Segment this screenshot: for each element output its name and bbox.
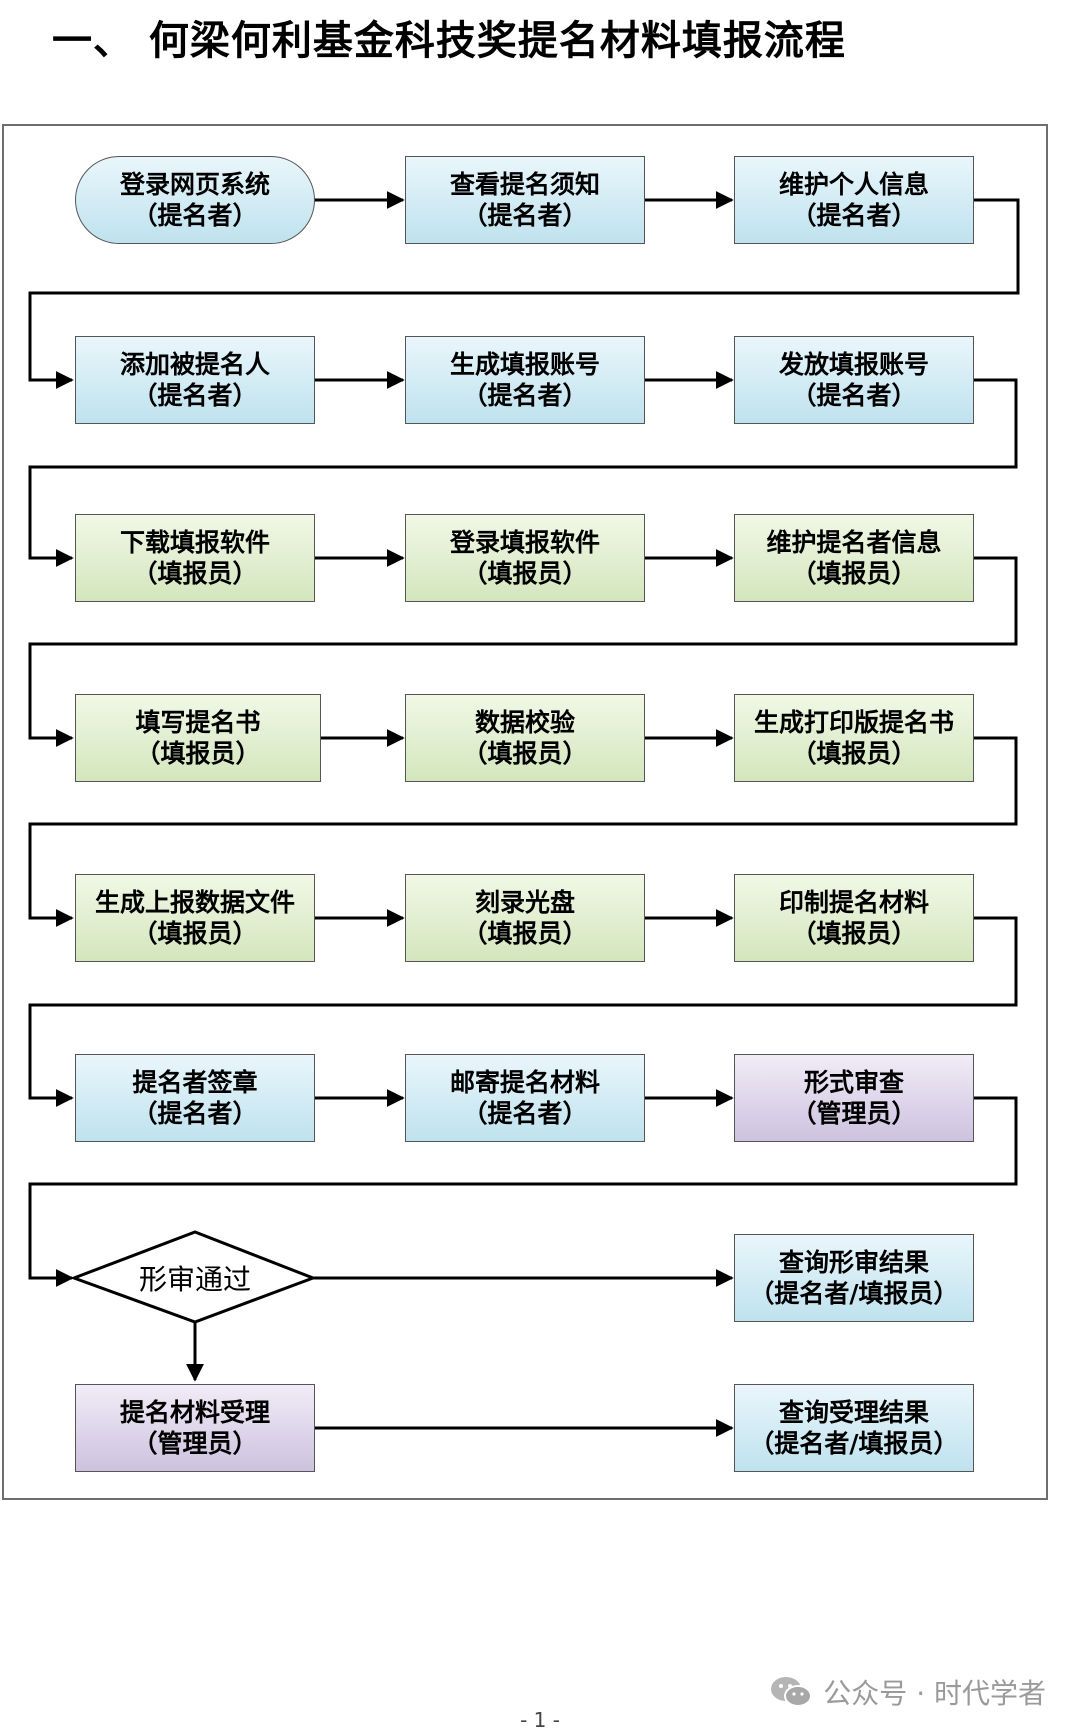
node-role: （提名者）: [132, 381, 258, 410]
watermark: 公众号 · 时代学者: [769, 1672, 1046, 1712]
node-title: 添加被提名人: [119, 350, 270, 379]
node-title: 维护个人信息: [778, 170, 929, 199]
node-query-review-result: 查询形审结果 （提名者/填报员）: [734, 1234, 974, 1322]
node-role: （提名者）: [132, 1099, 258, 1128]
node-role: （填报员）: [791, 559, 917, 588]
node-fill-nomination-form: 填写提名书 （填报员）: [75, 694, 321, 782]
connector-row3-to-row4: [28, 556, 1018, 747]
node-title: 形式审查: [803, 1068, 904, 1097]
node-accept-materials: 提名材料受理 （管理员）: [75, 1384, 315, 1472]
node-title: 邮寄提名材料: [449, 1068, 600, 1097]
node-role: （填报员）: [462, 559, 588, 588]
node-title: 登录网页系统: [119, 170, 270, 199]
connector-row5-to-row6: [28, 916, 1018, 1107]
node-role: （提名者/填报员）: [749, 1279, 959, 1308]
node-role: （提名者）: [462, 1099, 588, 1128]
node-role: （提名者/填报员）: [749, 1429, 959, 1458]
node-generate-print-version: 生成打印版提名书 （填报员）: [734, 694, 974, 782]
node-view-notice: 查看提名须知 （提名者）: [405, 156, 645, 244]
node-role: （填报员）: [132, 919, 258, 948]
node-title: 查询受理结果: [778, 1398, 929, 1427]
node-role: （填报员）: [462, 919, 588, 948]
node-validate-data: 数据校验 （填报员）: [405, 694, 645, 782]
wechat-icon: [771, 1677, 813, 1707]
node-title: 下载填报软件: [119, 528, 270, 557]
flowchart-frame: [2, 124, 1048, 1500]
node-maintain-nominator-info: 维护提名者信息 （填报员）: [734, 514, 974, 602]
node-role: （填报员）: [791, 919, 917, 948]
node-print-materials: 印制提名材料 （填报员）: [734, 874, 974, 962]
node-title: 生成上报数据文件: [94, 888, 295, 917]
connector-row1-to-row2: [28, 198, 1020, 389]
node-role: （管理员）: [132, 1429, 258, 1458]
node-generate-account: 生成填报账号 （提名者）: [405, 336, 645, 424]
node-title: 生成打印版提名书: [753, 708, 954, 737]
node-role: （提名者）: [791, 381, 917, 410]
node-generate-report-file: 生成上报数据文件 （填报员）: [75, 874, 315, 962]
node-role: （填报员）: [791, 739, 917, 768]
node-role: （填报员）: [462, 739, 588, 768]
node-role: （提名者）: [791, 201, 917, 230]
node-login-software: 登录填报软件 （填报员）: [405, 514, 645, 602]
node-query-accept-result: 查询受理结果 （提名者/填报员）: [734, 1384, 974, 1472]
node-role: （提名者）: [132, 201, 258, 230]
node-title: 数据校验: [474, 708, 575, 737]
connector-row6-to-decision: [28, 1096, 1018, 1287]
node-burn-disc: 刻录光盘 （填报员）: [405, 874, 645, 962]
node-mail-materials: 邮寄提名材料 （提名者）: [405, 1054, 645, 1142]
node-role: （提名者）: [462, 201, 588, 230]
node-title: 登录填报软件: [449, 528, 600, 557]
connector-row4-to-row5: [28, 736, 1018, 927]
node-role: （提名者）: [462, 381, 588, 410]
node-role: （管理员）: [791, 1099, 917, 1128]
connector-row2-to-row3: [28, 378, 1018, 567]
node-title: 印制提名材料: [778, 888, 929, 917]
node-title: 刻录光盘: [474, 888, 575, 917]
decision-review-passed-label: 形审通过: [138, 1263, 252, 1296]
node-title: 填写提名书: [135, 708, 261, 737]
node-login-web-system: 登录网页系统 （提名者）: [75, 156, 315, 244]
node-title: 查看提名须知: [449, 170, 600, 199]
node-maintain-personal-info: 维护个人信息 （提名者）: [734, 156, 974, 244]
node-role: （填报员）: [132, 559, 258, 588]
node-title: 维护提名者信息: [766, 528, 942, 557]
page-heading: 一、 何梁何利基金科技奖提名材料填报流程: [52, 18, 846, 64]
node-formal-review: 形式审查 （管理员）: [734, 1054, 974, 1142]
node-issue-account: 发放填报账号 （提名者）: [734, 336, 974, 424]
node-title: 提名材料受理: [119, 1398, 270, 1427]
watermark-text: 公众号 · 时代学者: [823, 1677, 1046, 1710]
node-title: 生成填报账号: [449, 350, 600, 379]
node-title: 提名者签章: [132, 1068, 258, 1097]
node-download-software: 下载填报软件 （填报员）: [75, 514, 315, 602]
node-title: 查询形审结果: [778, 1248, 929, 1277]
node-nominator-sign-seal: 提名者签章 （提名者）: [75, 1054, 315, 1142]
node-role: （填报员）: [135, 739, 261, 768]
page-number: - 1 -: [520, 1708, 560, 1732]
node-add-nominee: 添加被提名人 （提名者）: [75, 336, 315, 424]
node-title: 发放填报账号: [778, 350, 929, 379]
decision-diamond: [69, 1230, 318, 1324]
